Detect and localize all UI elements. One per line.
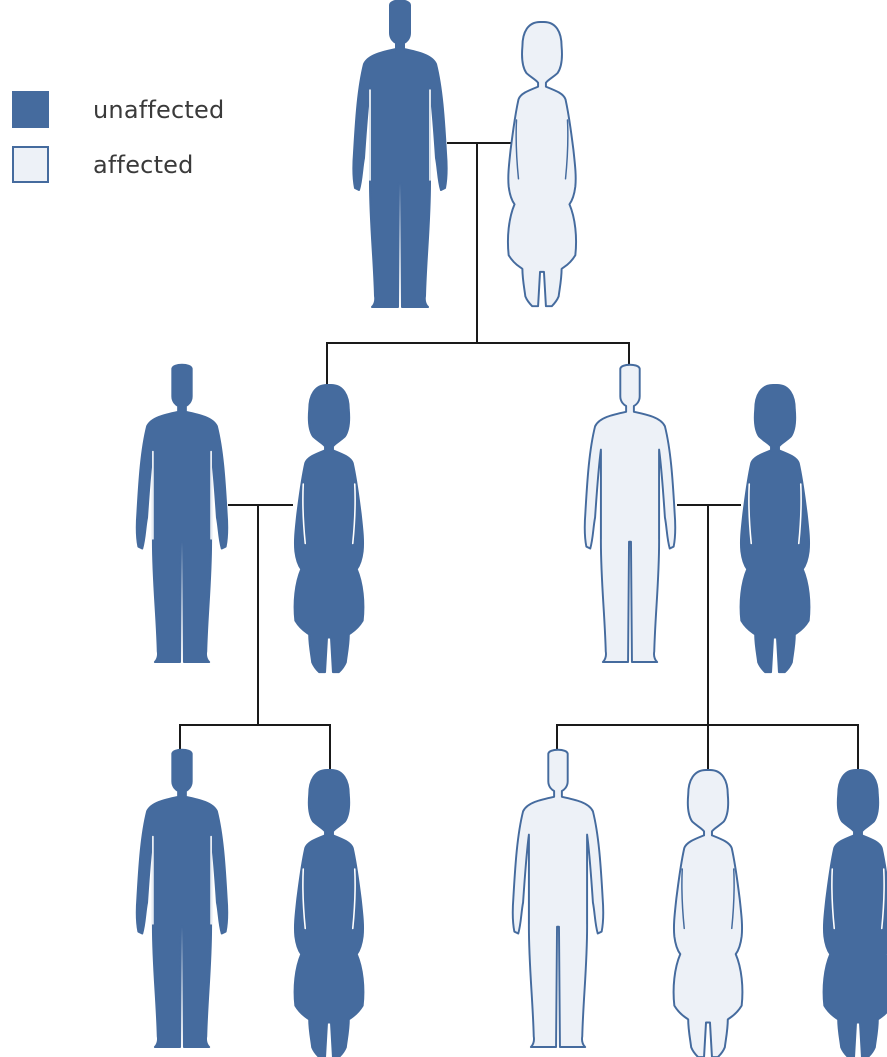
limb-outline-icon — [600, 450, 660, 540]
person-gen1-mother — [506, 21, 578, 308]
person-gen2-son-wife — [293, 384, 365, 674]
limb-outline-icon — [681, 868, 735, 930]
person-gen3-grandson-1 — [135, 748, 229, 1049]
limb-gap-icon — [152, 450, 212, 540]
limb-outline-icon — [515, 119, 569, 180]
male-figure-icon — [583, 363, 677, 664]
legend-affected-label: affected — [93, 150, 194, 179]
limb-gap-icon — [369, 89, 431, 181]
male-figure-icon — [352, 0, 448, 308]
legend-unaffected-label: unaffected — [93, 95, 225, 124]
limb-gap-icon — [302, 868, 356, 930]
legend-unaffected: unaffected — [12, 91, 224, 128]
male-figure-icon — [135, 748, 229, 1049]
male-figure-icon — [511, 748, 605, 1049]
male-figure-icon — [135, 363, 229, 664]
person-gen3-granddaughter-2 — [672, 769, 744, 1057]
legend-affected: affected — [12, 146, 194, 183]
female-figure-icon — [293, 384, 365, 674]
limb-gap-icon — [302, 483, 356, 545]
legend-affected-swatch — [12, 146, 49, 183]
female-figure-icon — [739, 384, 811, 674]
female-figure-icon — [293, 769, 365, 1057]
limb-outline-icon — [528, 835, 588, 925]
person-gen1-father — [352, 0, 448, 308]
female-figure-icon — [506, 21, 578, 308]
person-gen2-son2-wife — [739, 384, 811, 674]
legend-unaffected-swatch — [12, 91, 49, 128]
limb-gap-icon — [831, 868, 885, 930]
female-figure-icon — [672, 769, 744, 1057]
person-gen3-granddaughter-3 — [822, 769, 887, 1057]
person-gen3-granddaughter-1 — [293, 769, 365, 1057]
person-gen3-grandson-2 — [511, 748, 605, 1049]
limb-gap-icon — [152, 835, 212, 925]
person-gen2-son2 — [583, 363, 677, 664]
person-gen2-son — [135, 363, 229, 664]
female-figure-icon — [822, 769, 887, 1057]
limb-gap-icon — [748, 483, 802, 545]
